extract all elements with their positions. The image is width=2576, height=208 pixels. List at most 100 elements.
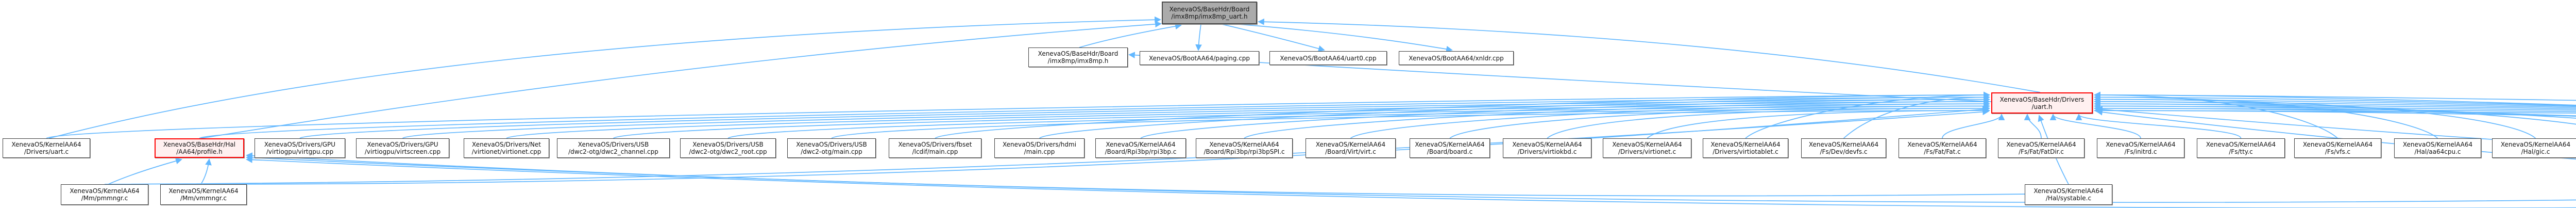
edge-imx8mp_uart_h-to-uart0_cpp [1222, 24, 1325, 52]
edge-imx8mp_h-to-imx8mp_uart_h [1079, 23, 1182, 48]
node-label: /dwc2-otg/dwc2_channel.cpp [568, 148, 658, 155]
node-label: /virtiogpu/virtscreen.cpp [364, 148, 441, 155]
edge-dwc2_main_cpp-to-uart_h [831, 107, 1990, 139]
edge-postbox_c-to-uart_h [2094, 100, 2576, 119]
edge-pmmngr_c-to-profile_h [108, 157, 182, 185]
node-label: XenevaOS/KernelAA64 [2106, 141, 2176, 148]
node-label: /Hal/systable.c [2045, 195, 2092, 202]
node-label: XenevaOS/KernelAA64 [70, 187, 140, 195]
node-gic_c[interactable]: XenevaOS/KernelAA64/Hal/gic.c [2492, 138, 2576, 158]
node-label: XenevaOS/KernelAA64 [2206, 141, 2276, 148]
node-virtiotablet_c[interactable]: XenevaOS/KernelAA64/Drivers/virtiotablet… [1703, 138, 1788, 158]
edge-dwc2_root_cpp-to-uart_h [727, 105, 1990, 139]
node-label: /Mm/pmmngr.c [81, 195, 128, 202]
node-label: /main.cpp [1024, 148, 1055, 155]
edge-virtionet_c-to-uart_h [1647, 107, 1990, 139]
edge-uart_c-to-imx8mp_uart_h [48, 16, 1161, 139]
node-pmmngr_c[interactable]: XenevaOS/KernelAA64/Mm/pmmngr.c [61, 184, 148, 205]
node-board_c[interactable]: XenevaOS/KernelAA64/Board/board.c [1410, 138, 1490, 158]
edge-rpi3bp_c-to-uart_h [1140, 96, 1990, 139]
node-label: XenevaOS/Drivers/USB [692, 141, 764, 148]
node-uart0_cpp[interactable]: XenevaOS/BootAA64/uart0.cpp [1269, 51, 1387, 65]
node-virtionet_cpp[interactable]: XenevaOS/Drivers/Net/virtionet/virtionet… [464, 138, 549, 158]
edge-virtgpu_cpp-to-uart_h [299, 96, 1990, 139]
node-label: XenevaOS/KernelAA64 [168, 187, 239, 195]
node-label: XenevaOS/BaseHdr/Board [1038, 50, 1118, 57]
edge-devfs_c-to-uart_h [1843, 93, 1990, 139]
node-uart_h[interactable]: XenevaOS/BaseHdr/Drivers/uart.h [1991, 92, 2093, 114]
node-label: /Board/Rpi3bp/rpi3bp.c [1105, 148, 1177, 155]
node-label: XenevaOS/Drivers/fbset [898, 141, 972, 148]
node-vmmngr_c[interactable]: XenevaOS/KernelAA64/Mm/vmmngr.c [160, 184, 247, 205]
node-virtiokbd_c[interactable]: XenevaOS/KernelAA64/Drivers/virtiokbd.c [1503, 138, 1591, 158]
node-virt_c[interactable]: XenevaOS/KernelAA64/Board/Virt/virt.c [1306, 138, 1396, 158]
edge-virtionet_cpp-to-uart_h [506, 100, 1990, 139]
node-aa64cpu_c[interactable]: XenevaOS/KernelAA64/Hal/aa64cpu.c [2394, 138, 2481, 158]
node-label: XenevaOS/Drivers/USB [578, 141, 649, 148]
node-fatdir_c[interactable]: XenevaOS/KernelAA64/Fs/Fat/FatDir.c [1998, 138, 2084, 158]
edge-aa64cpu_c-to-uart_h [2094, 93, 2438, 139]
node-lcdif_main_cpp[interactable]: XenevaOS/Drivers/fbset/lcdif/main.cpp [889, 138, 981, 158]
node-label: /AA64/profile.h [176, 148, 223, 155]
node-label: XenevaOS/BaseHdr/Board [1169, 6, 1250, 13]
node-label: XenevaOS/KernelAA64 [2402, 141, 2473, 148]
node-label: /Drivers/uart.c [24, 148, 69, 155]
edge-profile_h-to-imx8mp_uart_h [200, 21, 1162, 139]
edge-systable_c-to-profile_h [246, 152, 2026, 197]
node-label: XenevaOS/KernelAA64 [1415, 141, 1485, 148]
edge-initrd_c-to-uart_h [2049, 114, 2141, 139]
node-virtgpu_cpp[interactable]: XenevaOS/Drivers/GPU/virtiogpu/virtgpu.c… [255, 138, 345, 158]
node-profile_h[interactable]: XenevaOS/BaseHdr/Hal/AA64/profile.h [155, 138, 244, 158]
node-hdmi_main_cpp[interactable]: XenevaOS/Drivers/hdmi/main.cpp [994, 138, 1084, 158]
node-imx8mp_uart_h[interactable]: XenevaOS/BaseHdr/Board/imx8mp/imx8mp_uar… [1162, 2, 1257, 24]
node-dwc2_channel_cpp[interactable]: XenevaOS/Drivers/USB/dwc2-otg/dwc2_chann… [557, 138, 670, 158]
node-label: XenevaOS/BootAA64/xnldr.cpp [1409, 54, 1504, 62]
edge-netserv_c-to-uart_h [2094, 98, 2576, 108]
node-label: /lcdif/main.cpp [912, 148, 958, 155]
node-systable_c[interactable]: XenevaOS/KernelAA64/Hal/systable.c [2025, 184, 2112, 205]
node-dwc2_main_cpp[interactable]: XenevaOS/Drivers/USB/dwc2-otg/main.cpp [787, 138, 876, 158]
node-fat_c[interactable]: XenevaOS/KernelAA64/Fs/Fat/Fat.c [1899, 138, 1986, 158]
node-label: /imx8mp/imx8mp_uart.h [1171, 13, 1248, 20]
edge-board_c-to-uart_h [1449, 103, 1990, 139]
node-xnldr_cpp[interactable]: XenevaOS/BootAA64/xnldr.cpp [1399, 51, 1514, 65]
node-virtionet_c[interactable]: XenevaOS/KernelAA64/Drivers/virtionet.c [1603, 138, 1691, 158]
edge-virtscreen_cpp-to-uart_h [402, 98, 1990, 139]
node-uart_c[interactable]: XenevaOS/KernelAA64/Drivers/uart.c [3, 138, 90, 158]
node-label: XenevaOS/KernelAA64 [1710, 141, 1781, 148]
node-label: XenevaOS/Drivers/USB [796, 141, 867, 148]
edge-virtiokbd_c-to-uart_h [1547, 105, 1990, 139]
node-dwc2_root_cpp[interactable]: XenevaOS/Drivers/USB/dwc2-otg/dwc2_root.… [680, 138, 776, 158]
edge-thrserv_c-to-uart_h [2094, 107, 2576, 114]
edge-sched_c-to-uart_h [2094, 98, 2576, 125]
node-label: /dwc2-otg/dwc2_root.cpp [689, 148, 767, 155]
node-initrd_c[interactable]: XenevaOS/KernelAA64/Fs/initrd.c [2097, 138, 2184, 158]
node-rpi3bp_c[interactable]: XenevaOS/KernelAA64/Board/Rpi3bp/rpi3bp.… [1095, 138, 1186, 158]
node-label: XenevaOS/BootAA64/paging.cpp [1148, 54, 1250, 62]
node-label: XenevaOS/BaseHdr/Hal [163, 141, 236, 148]
node-tty_c[interactable]: XenevaOS/KernelAA64/Fs/tty.c [2197, 138, 2285, 158]
edge-mmfile_c-to-uart_h [2094, 105, 2576, 117]
node-vfs_c[interactable]: XenevaOS/KernelAA64/Fs/vfs.c [2294, 138, 2381, 158]
node-label: XenevaOS/KernelAA64 [1907, 141, 1977, 148]
node-label: /Fs/Fat/Fat.c [1924, 148, 1961, 155]
node-label: XenevaOS/BootAA64/uart0.cpp [1280, 54, 1377, 62]
node-label: /dwc2-otg/main.cpp [801, 148, 862, 155]
node-label: /Board/board.c [1427, 148, 1473, 155]
edge-icmp_c-to-uart_h [2094, 93, 2576, 106]
node-devfs_c[interactable]: XenevaOS/KernelAA64/Fs/Dev/devfs.c [1801, 138, 1886, 158]
node-imx8mp_h[interactable]: XenevaOS/BaseHdr/Board/imx8mp/imx8mp.h [1028, 47, 1128, 67]
node-label: XenevaOS/KernelAA64 [2500, 141, 2571, 148]
node-label: XenevaOS/KernelAA64 [1612, 141, 1682, 148]
node-label: /Fs/vfs.c [2325, 148, 2351, 155]
node-label: /Board/Virt/virt.c [1325, 148, 1376, 155]
edge-imx8mp_uart_h-to-paging_cpp [1195, 24, 1202, 51]
edge-socket_c-to-uart_h [2094, 100, 2576, 109]
edge-gic_c-to-uart_h [2094, 96, 2536, 139]
node-label: /Fs/initrd.c [2124, 148, 2157, 155]
node-rpi3bp_spi_c[interactable]: XenevaOS/KernelAA64/Board/Rpi3bp/rpi3bpS… [1196, 138, 1293, 158]
node-virtscreen_cpp[interactable]: XenevaOS/Drivers/GPU/virtiogpu/virtscree… [356, 138, 449, 158]
node-paging_cpp[interactable]: XenevaOS/BootAA64/paging.cpp [1140, 51, 1259, 65]
node-label: /uart.h [2031, 103, 2053, 110]
